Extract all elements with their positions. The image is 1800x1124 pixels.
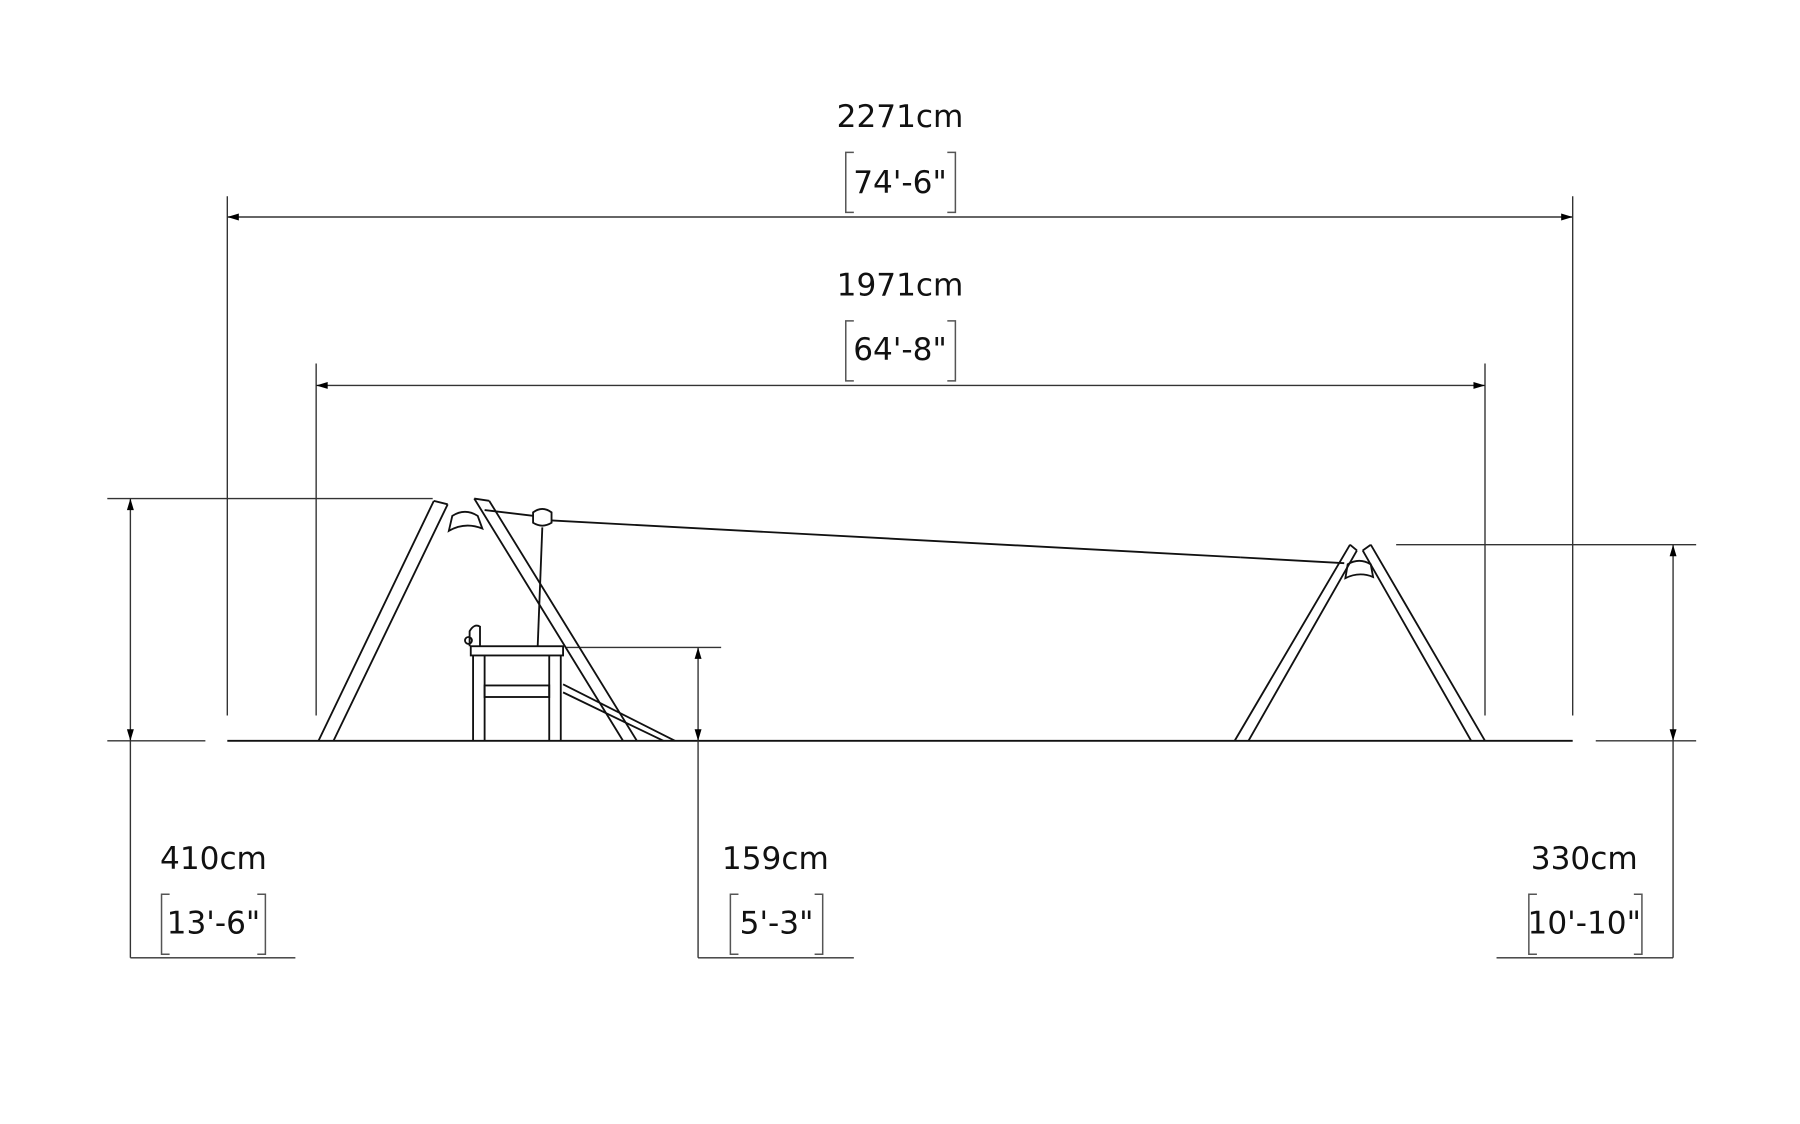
zipline-cable <box>484 508 1345 647</box>
end-height-metric: 330cm <box>1531 841 1638 877</box>
platform-height-metric: 159cm <box>722 841 829 877</box>
frame-bracket-icon <box>447 510 484 533</box>
launch-platform <box>464 624 676 742</box>
platform-height-imperial: 5'-3" <box>740 906 814 942</box>
platform-height-dimension: 159cm 5'-3" <box>565 646 854 959</box>
inner-length-imperial: 64'-8" <box>853 332 947 368</box>
trolley-icon <box>532 508 553 527</box>
inner-length-metric: 1971cm <box>837 267 964 303</box>
end-height-imperial: 10'-10" <box>1528 906 1641 942</box>
inner-length-dimension: 1971cm 64'-8" <box>315 267 1486 716</box>
frame-bracket-icon <box>1344 559 1375 580</box>
overall-length-metric: 2271cm <box>837 99 964 135</box>
start-height-metric: 410cm <box>160 841 267 877</box>
overall-length-dimension: 2271cm 74'-6" <box>226 99 1574 716</box>
end-a-frame <box>1233 543 1486 742</box>
end-height-dimension: 330cm 10'-10" <box>1396 543 1697 959</box>
start-a-frame <box>317 497 638 742</box>
start-height-dimension: 410cm 13'-6" <box>107 497 433 959</box>
overall-length-imperial: 74'-6" <box>853 165 947 201</box>
start-height-imperial: 13'-6" <box>167 906 261 942</box>
